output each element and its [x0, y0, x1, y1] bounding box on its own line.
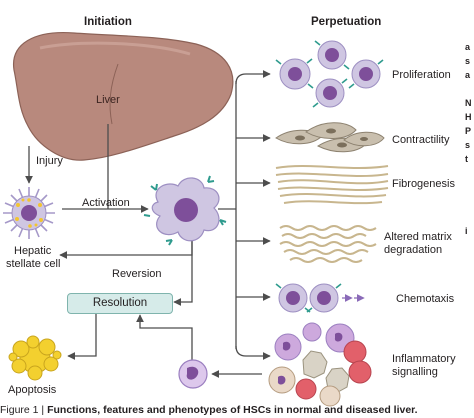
immune-to-resolution-arrow — [136, 314, 193, 360]
edge-letter: s — [465, 56, 471, 66]
figure-caption: Figure 1 | Functions, features and pheno… — [0, 404, 418, 416]
initiation-heading: Initiation — [84, 16, 132, 28]
reversion-arrow — [59, 240, 193, 259]
activation-label: Activation — [82, 197, 130, 209]
edge-letter: i — [465, 226, 468, 236]
reversion-label: Reversion — [112, 268, 162, 280]
resolution-to-apoptosis-arrow — [67, 314, 97, 360]
matrix-degradation-fibres — [279, 225, 377, 263]
outcome-inflammatory-line1: Inflammatory — [392, 353, 456, 365]
inflammatory-cells — [268, 322, 372, 407]
caption-title: Functions, features and phenotypes of HS… — [47, 404, 418, 416]
apoptosis-label: Apoptosis — [8, 384, 57, 396]
outcome-contractility: Contractility — [392, 134, 450, 146]
edge-letter: H — [465, 112, 472, 122]
resolution-box: Resolution — [67, 293, 173, 314]
outcome-matrix-line1: Altered matrix — [384, 231, 452, 243]
proliferation-cells — [275, 40, 384, 108]
outcome-chemotaxis: Chemotaxis — [396, 293, 455, 305]
edge-letter: a — [465, 70, 471, 80]
activated-to-resolution-arrow — [173, 240, 193, 306]
injury-label: Injury — [36, 155, 63, 167]
quiescent-hsc — [3, 187, 55, 239]
edge-letter: t — [465, 154, 468, 164]
outcome-matrix-line2: degradation — [384, 244, 443, 256]
perpetuation-heading: Perpetuation — [311, 16, 382, 28]
branch-proliferation — [235, 70, 271, 85]
branch-inflammatory — [235, 345, 271, 360]
liver-lobe-line — [109, 63, 119, 125]
activated-hsc — [143, 175, 227, 246]
outcome-inflammatory-line2: signalling — [392, 366, 438, 378]
chemotaxis-cells — [275, 283, 365, 313]
contractility-cells — [275, 122, 385, 153]
hsc-label-line1: Hepatic — [14, 245, 52, 257]
edge-letter: a — [465, 42, 471, 52]
apoptotic-cell — [8, 335, 62, 381]
outcome-proliferation: Proliferation — [392, 69, 451, 81]
edge-letter: P — [465, 126, 472, 136]
liver-shape — [13, 32, 234, 161]
outcome-fibrogenesis: Fibrogenesis — [392, 178, 455, 190]
edge-letter: N — [465, 98, 472, 108]
immune-cell — [178, 359, 208, 389]
liver-label: Liver — [96, 94, 120, 106]
fibrogenesis-fibres — [275, 165, 389, 205]
caption-prefix: Figure 1 | — [0, 404, 48, 416]
hsc-label-line2: stellate cell — [6, 258, 61, 270]
liver-highlight — [39, 41, 191, 56]
edge-letter: s — [465, 140, 471, 150]
